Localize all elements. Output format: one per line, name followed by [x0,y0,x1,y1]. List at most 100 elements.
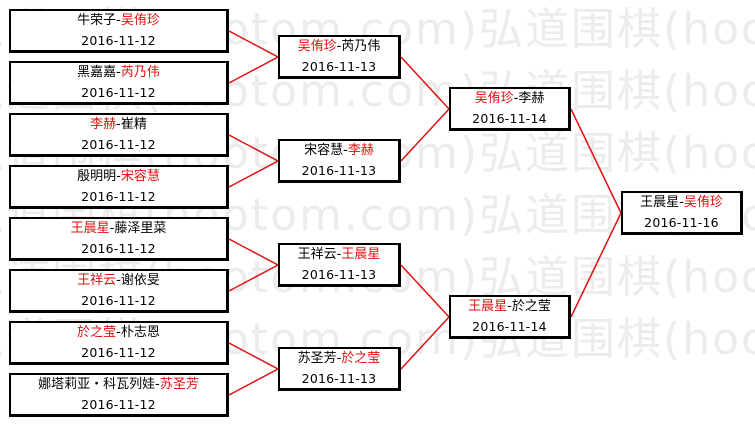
match-players: 王祥云-王晨星 [298,245,381,265]
player-name: 於之莹 [511,298,551,314]
versus-dash: - [116,272,121,288]
player-name: 李赫 [347,142,374,158]
match-date: 2016-11-13 [301,266,377,282]
player-name: 崔精 [120,116,147,132]
versus-dash: - [513,90,519,106]
bracket-connector [400,264,450,318]
player-name: 谢依旻 [120,272,160,288]
player-name: 黑嘉嘉 [77,64,117,80]
match-date: 2016-11-12 [81,136,156,152]
bracket-connector [228,160,279,188]
player-name: 殷明明 [77,168,117,184]
player-name: 宋容慧 [120,168,160,184]
player-name: 李赫 [90,116,117,132]
versus-dash: - [116,12,121,28]
match-date: 2016-11-13 [301,162,377,178]
player-name: 吴侑珍 [683,194,723,210]
versus-dash: - [116,324,121,340]
bracket-connector [228,30,279,58]
versus-dash: - [336,246,342,262]
player-name: 芮乃伟 [120,64,160,80]
bracket-connector [228,56,279,84]
player-name: 王晨星 [70,220,110,236]
bracket-connector [570,108,622,214]
match-players: 殷明明-宋容慧 [77,167,160,187]
bracket-connector [228,368,279,396]
match-date: 2016-11-12 [81,344,156,360]
player-name: 於之莹 [341,350,381,366]
match-players: 於之莹-朴志恩 [77,323,160,343]
player-name: 王祥云 [77,272,117,288]
versus-dash: - [155,376,160,392]
versus-dash: - [116,168,121,184]
versus-dash: - [109,220,115,236]
player-name: 娜塔莉亚・科瓦列娃 [38,376,156,392]
player-name: 王晨星 [341,246,381,262]
bracket-connector [228,134,279,162]
match-box: 王晨星-吴侑珍 2016-11-16 [621,191,743,235]
player-name: 吴侑珍 [120,12,160,28]
player-name: 李赫 [518,90,545,106]
match-players: 宋容慧-李赫 [304,141,374,161]
match-date: 2016-11-12 [81,84,156,100]
bracket-connector [570,212,622,318]
versus-dash: - [116,64,121,80]
player-name: 王祥云 [297,246,337,262]
player-name: 王晨星 [468,298,508,314]
bracket-connector [400,56,450,110]
player-name: 王晨星 [640,194,680,210]
versus-dash: - [343,142,348,158]
match-players: 王祥云-谢依旻 [77,271,160,291]
versus-dash: - [336,350,342,366]
match-players: 苏圣芳-於之莹 [298,349,381,369]
bracket-connector [228,342,279,370]
player-name: 吴侑珍 [474,90,514,106]
versus-dash: - [507,298,512,314]
match-date: 2016-11-13 [301,58,377,74]
versus-dash: - [116,116,121,132]
player-name: 宋容慧 [304,142,344,158]
match-date: 2016-11-14 [472,110,547,126]
bracket-connector [228,238,279,266]
versus-dash: - [336,38,342,54]
match-players: 王晨星-於之莹 [468,297,551,317]
match-date: 2016-11-13 [301,370,377,386]
match-date: 2016-11-12 [81,240,156,256]
player-name: 於之莹 [77,324,117,340]
match-players: 黑嘉嘉-芮乃伟 [77,63,160,83]
match-date: 2016-11-12 [81,188,156,204]
match-date: 2016-11-12 [81,292,156,308]
match-date: 2016-11-12 [81,32,156,48]
match-players: 吴侑珍-李赫 [475,89,545,109]
match-players: 吴侑珍-芮乃伟 [298,37,381,57]
player-name: 藤泽里菜 [114,220,167,236]
bracket-connector [400,316,450,370]
bracket-connector [400,108,450,162]
versus-dash: - [679,194,684,210]
match-players: 娜塔莉亚・科瓦列娃-苏圣芳 [38,375,199,395]
match-date: 2016-11-12 [81,396,156,412]
player-name: 牛荣子 [77,12,117,28]
player-name: 芮乃伟 [341,38,381,54]
match-date: 2016-11-14 [472,318,547,334]
match-date: 2016-11-16 [644,214,719,230]
player-name: 吴侑珍 [297,38,337,54]
bracket-connector [228,264,279,292]
match-players: 王晨星-藤泽里菜 [71,219,167,239]
match-players: 牛荣子-吴侑珍 [77,11,160,31]
match-players: 李赫-崔精 [90,115,147,135]
